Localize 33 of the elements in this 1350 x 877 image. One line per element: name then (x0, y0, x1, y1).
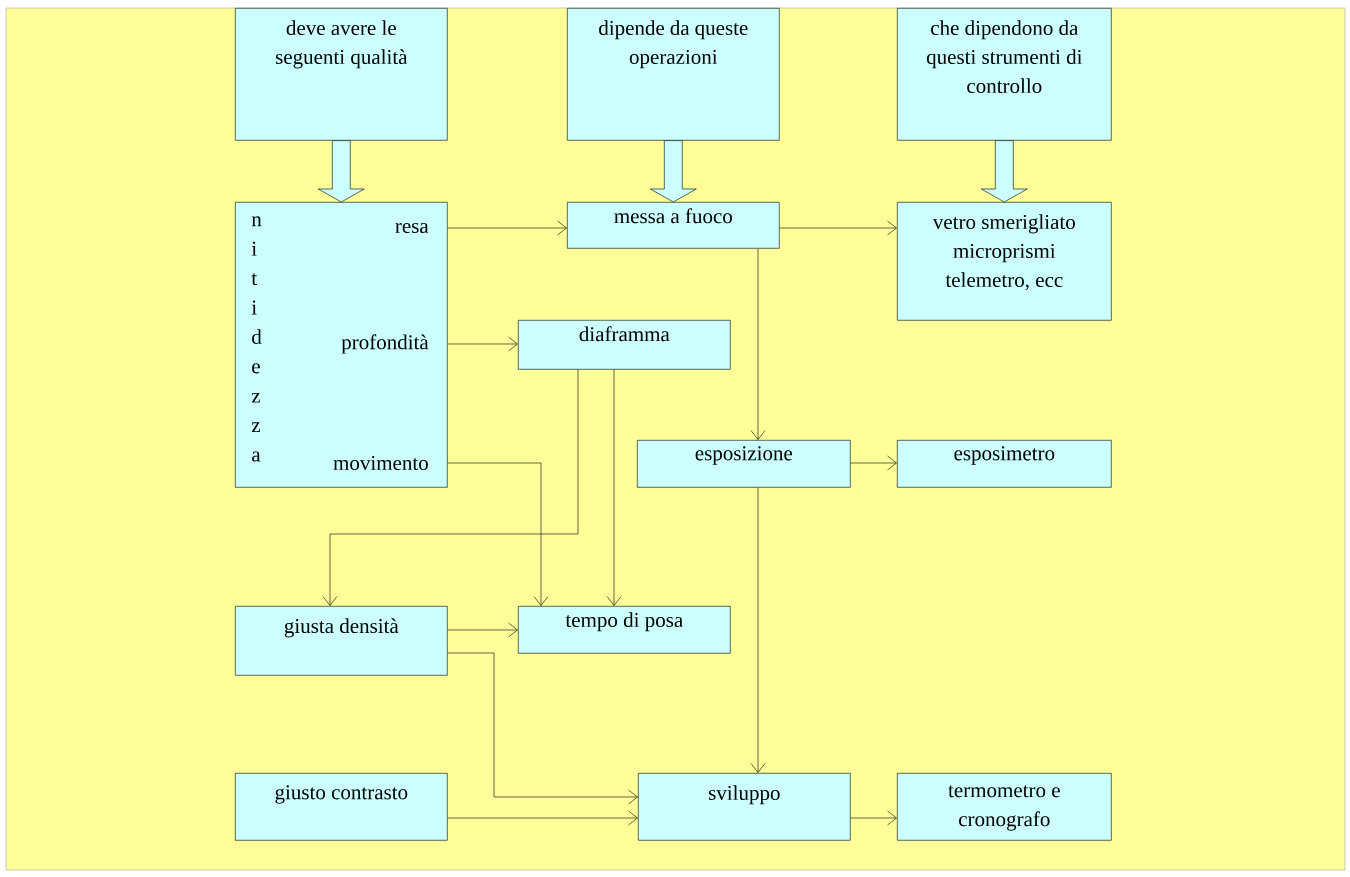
text-box: esposizione (637, 440, 851, 488)
arrow (850, 810, 897, 826)
text-box: sviluppo (638, 773, 851, 841)
text-box: vetro smerigliato microprismi telemetro, ecc (897, 202, 1112, 321)
text-box: termometro e cronografo (897, 773, 1112, 841)
text-box: deve avere le seguenti qualità (235, 8, 448, 141)
arrow (850, 455, 897, 471)
text-box: tempo di posa (518, 606, 731, 654)
arrow (606, 369, 622, 606)
text-box: dipende da queste operazioni (567, 8, 780, 141)
text-box: diaframma (518, 320, 731, 370)
arrow (447, 810, 638, 826)
row-label: profondità (341, 334, 429, 354)
arrow (779, 220, 897, 236)
row-label: movimento (333, 455, 428, 471)
arrow (750, 487, 766, 773)
row-label: resa (395, 222, 429, 234)
arrow (322, 369, 579, 606)
arrow (447, 462, 549, 606)
text-box: esposimetro (897, 440, 1112, 488)
arrow (447, 622, 518, 638)
arrow (750, 248, 766, 440)
text-box: messa a fuoco (567, 202, 780, 249)
arrow (447, 220, 567, 236)
block-arrow (650, 140, 697, 203)
arrow (447, 336, 518, 352)
arrow (447, 652, 638, 805)
text-box: che dipendono da questi strumenti di controllo (897, 8, 1112, 141)
block-arrow (981, 140, 1028, 203)
block-arrow (318, 140, 365, 203)
text-box: giusto contrasto (235, 773, 448, 841)
vertical-word: nitidezza (251, 216, 262, 462)
text-box: giusta densità (235, 606, 448, 676)
